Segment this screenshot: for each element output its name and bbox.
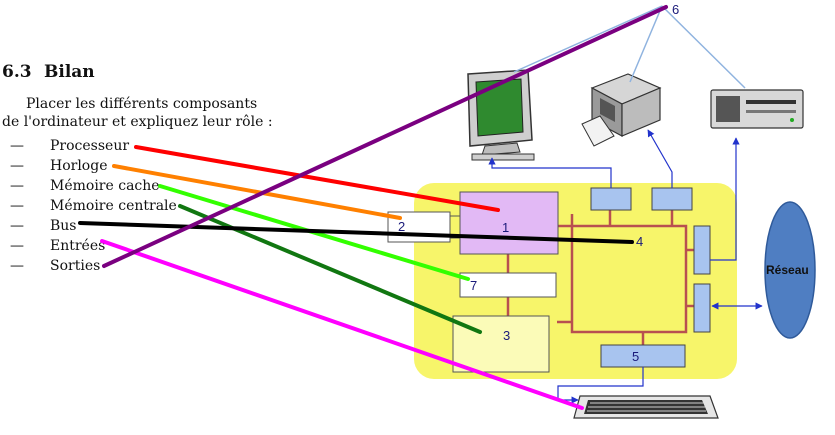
- network-label: Réseau: [766, 263, 809, 277]
- cache-memory-block: [459, 272, 557, 298]
- list-item-processeur: —Processeur: [10, 138, 130, 154]
- main-memory-block: [452, 315, 550, 373]
- port-screen: [590, 187, 632, 211]
- item-label: Mémoire centrale: [50, 198, 177, 214]
- line-horloge: [112, 164, 402, 220]
- peripheral-links: [488, 129, 763, 404]
- label-7: 7: [470, 278, 477, 293]
- label-6: 6: [672, 2, 679, 17]
- item-label: Entrées: [50, 238, 106, 254]
- label-2: 2: [398, 219, 405, 234]
- drive-unit-icon: [710, 89, 804, 129]
- line-processeur: [134, 145, 500, 212]
- label-5: 5: [632, 349, 639, 364]
- list-item-entrees: —Entrées: [10, 238, 106, 254]
- section-title: Bilan: [44, 62, 95, 82]
- section-number: 6.3: [2, 62, 32, 82]
- port-printer: [651, 187, 693, 211]
- label-3: 3: [503, 328, 510, 343]
- internal-bus: [506, 210, 696, 345]
- port-network: [693, 283, 711, 333]
- keyboard-icon: [573, 395, 719, 419]
- component-list: —Processeur —Horloge —Mémoire cache —Mém…: [10, 136, 177, 276]
- section-heading: 6.3 Bilan: [2, 62, 95, 82]
- label-1: 1: [502, 220, 509, 235]
- port-keyboard: [600, 344, 686, 368]
- port-drive: [693, 225, 711, 275]
- printer-icon: [581, 73, 662, 147]
- list-item-sorties: —Sorties: [10, 258, 101, 274]
- network-node: [764, 201, 816, 339]
- processor-block: [459, 191, 559, 255]
- instruction-line-2: de l'ordinateur et expliquez leur rôle :: [2, 114, 273, 130]
- line-bus: [78, 221, 634, 244]
- line-entrees: [100, 239, 584, 410]
- item-label: Bus: [50, 218, 77, 234]
- instruction-text: Placer les différents composants de l'or…: [2, 95, 302, 131]
- output-devices-pointer: [513, 5, 746, 89]
- item-label: Processeur: [50, 138, 130, 154]
- monitor-icon: [467, 69, 535, 161]
- list-item-memoire-cache: —Mémoire cache: [10, 178, 160, 194]
- item-label: Horloge: [50, 158, 108, 174]
- item-label: Sorties: [50, 258, 101, 274]
- line-sorties: [102, 5, 668, 268]
- item-label: Mémoire cache: [50, 178, 160, 194]
- instruction-line-1: Placer les différents composants: [26, 96, 258, 112]
- answer-lines: [78, 5, 668, 410]
- label-4: 4: [636, 234, 643, 249]
- list-item-horloge: —Horloge: [10, 158, 108, 174]
- list-item-memoire-centrale: —Mémoire centrale: [10, 198, 177, 214]
- list-item-bus: —Bus: [10, 218, 77, 234]
